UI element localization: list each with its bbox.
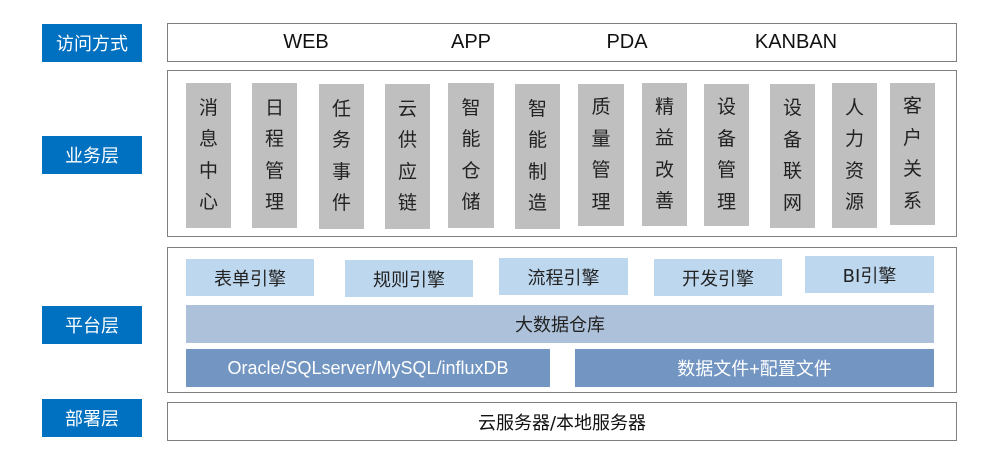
- module-char: 网: [782, 191, 802, 214]
- module-char: 备: [782, 128, 802, 151]
- module-char: 日: [264, 96, 284, 119]
- module-quality-management: 质 量 管 理: [578, 84, 624, 226]
- engine-rules: 规则引擎: [345, 260, 473, 297]
- module-char: 质: [591, 96, 611, 118]
- module-human-resources: 人 力 资 源: [832, 83, 877, 228]
- module-smart-manufacturing: 智 能 制 造: [515, 84, 560, 229]
- access-item-kanban: KANBAN: [754, 31, 838, 53]
- module-char: 消: [198, 96, 218, 119]
- module-char: 联: [782, 160, 802, 182]
- module-equipment-management: 设 备 管 理: [704, 84, 749, 226]
- module-char: 能: [527, 129, 547, 151]
- file-storage: 数据文件+配置文件: [575, 349, 934, 387]
- access-item-web: WEB: [283, 31, 329, 53]
- module-char: 中: [198, 159, 218, 182]
- module-char: 备: [716, 127, 736, 150]
- engine-workflow: 流程引擎: [499, 258, 628, 295]
- module-char: 能: [461, 128, 481, 150]
- access-item-app: APP: [450, 31, 492, 53]
- module-char: 改: [654, 158, 674, 181]
- module-char: 造: [527, 192, 547, 214]
- module-char: 关: [902, 158, 922, 180]
- module-char: 理: [264, 191, 284, 213]
- module-char: 人: [844, 96, 864, 119]
- module-char: 程: [264, 128, 284, 150]
- platform-layer-frame: 表单引擎 规则引擎 流程引擎 开发引擎 BI引擎 大数据仓库 Oracle/SQ…: [167, 247, 957, 393]
- module-char: 务: [331, 129, 351, 151]
- module-char: 源: [844, 191, 864, 213]
- deployment-layer-frame: 云服务器/本地服务器: [167, 402, 957, 441]
- module-char: 户: [902, 126, 922, 149]
- module-char: 益: [654, 127, 674, 149]
- big-data-warehouse: 大数据仓库: [186, 305, 934, 343]
- module-schedule-management: 日 程 管 理: [252, 83, 297, 228]
- module-char: 管: [716, 159, 736, 181]
- module-char: 理: [591, 190, 611, 213]
- layer-label-platform: 平台层: [42, 306, 142, 344]
- module-task-events: 任 务 事 件: [319, 84, 364, 229]
- module-char: 智: [527, 97, 547, 120]
- module-char: 心: [198, 191, 218, 213]
- module-char: 应: [397, 160, 417, 183]
- module-char: 链: [397, 192, 417, 214]
- engine-bi: BI引擎: [805, 256, 934, 293]
- module-char: 力: [844, 128, 864, 150]
- module-lean-improvement: 精 益 改 善: [642, 83, 687, 226]
- module-char: 设: [782, 97, 802, 119]
- engine-form: 表单引擎: [186, 259, 314, 296]
- module-char: 事: [331, 160, 351, 183]
- module-char: 系: [902, 189, 922, 212]
- module-char: 仓: [461, 159, 481, 182]
- module-customer-relations: 客 户 关 系: [890, 83, 935, 225]
- layer-label-deployment: 部署层: [42, 399, 142, 437]
- module-char: 件: [331, 192, 351, 214]
- server-options: 云服务器/本地服务器: [477, 412, 647, 434]
- module-char: 管: [264, 159, 284, 182]
- module-char: 息: [198, 128, 218, 150]
- module-char: 制: [527, 160, 547, 183]
- engine-development: 开发引擎: [654, 259, 782, 296]
- layer-label-business: 业务层: [42, 136, 142, 174]
- module-char: 供: [397, 129, 417, 151]
- module-smart-warehouse: 智 能 仓 储: [448, 83, 494, 228]
- business-layer-frame: 消 息 中 心 日 程 管 理 任 务 事 件 云 供 应 链 智 能 仓 储 …: [167, 70, 957, 237]
- access-layer-frame: WEB APP PDA KANBAN: [167, 23, 957, 62]
- module-char: 客: [902, 95, 922, 117]
- module-char: 精: [654, 95, 674, 118]
- database-storage: Oracle/SQLserver/MySQL/influxDB: [186, 349, 550, 387]
- layer-label-access: 访问方式: [42, 24, 142, 62]
- module-char: 任: [331, 97, 351, 120]
- module-char: 理: [716, 190, 736, 213]
- module-message-center: 消 息 中 心: [186, 83, 231, 228]
- module-char: 量: [591, 127, 611, 150]
- module-char: 设: [716, 96, 736, 118]
- module-char: 善: [654, 190, 674, 212]
- module-equipment-iot: 设 备 联 网: [770, 84, 815, 228]
- module-cloud-supply-chain: 云 供 应 链: [385, 84, 430, 229]
- access-item-pda: PDA: [606, 31, 648, 53]
- module-char: 资: [844, 159, 864, 182]
- module-char: 管: [591, 159, 611, 181]
- module-char: 云: [397, 97, 417, 120]
- module-char: 储: [461, 191, 481, 213]
- module-char: 智: [461, 96, 481, 119]
